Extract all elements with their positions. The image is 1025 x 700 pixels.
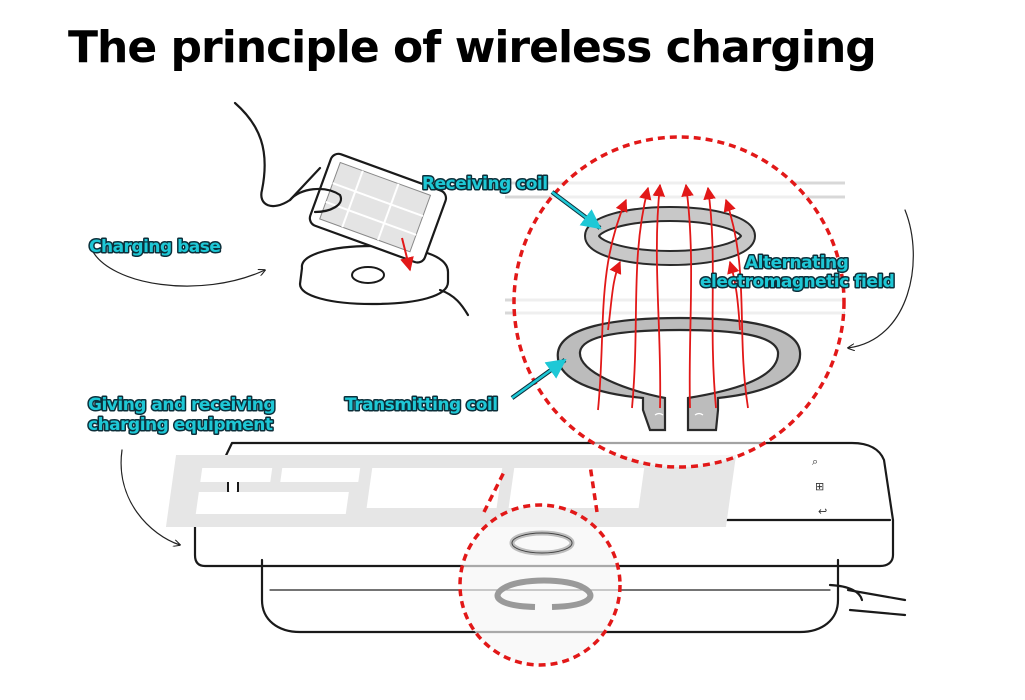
label-equipment-line1: Giving and receiving (88, 395, 275, 415)
charging-base (298, 244, 450, 306)
label-charging-base: Charging base (89, 237, 220, 257)
svg-text:↩: ↩ (818, 505, 827, 518)
label-equipment-line2: charging equipment (88, 415, 273, 435)
svg-text:⌕: ⌕ (812, 455, 818, 468)
upper-magnifier (512, 135, 846, 469)
pointer-receiving-coil (551, 191, 602, 230)
charging-base-pad (351, 266, 385, 284)
label-receiving-coil: Receiving coil (422, 174, 548, 194)
connector-left (482, 469, 507, 513)
lower-magnifier (458, 503, 622, 667)
label-transmitting-coil: Transmitting coil (345, 395, 498, 415)
hand-outline (233, 101, 322, 208)
receiving-coil (586, 208, 754, 264)
pointer-charging-base (91, 249, 265, 287)
upper-magnifier-circle (512, 135, 846, 469)
svg-text:⊞: ⊞ (815, 480, 824, 493)
transmitting-coil (556, 316, 802, 432)
pointer-equipment (120, 449, 180, 545)
pointer-field (848, 209, 914, 348)
large-phone-on-charger: ⌕ ⊞ ↩ (165, 441, 907, 634)
charging-base-cable (438, 288, 470, 317)
label-field-line2: electromagnetic field (700, 272, 894, 292)
hand-phone-base-illustration (233, 101, 470, 317)
lower-magnifier-circle (458, 503, 622, 667)
thumb (288, 187, 343, 214)
small-transmitting-coil (494, 577, 594, 610)
pointer-transmitting-coil (511, 358, 567, 400)
page-title: The principle of wireless charging (68, 22, 877, 73)
label-field-line1: Alternating (745, 253, 848, 273)
connector-right (588, 464, 599, 513)
placement-arrow (400, 237, 414, 272)
field-lines (597, 183, 749, 411)
handheld-phone (308, 152, 448, 264)
